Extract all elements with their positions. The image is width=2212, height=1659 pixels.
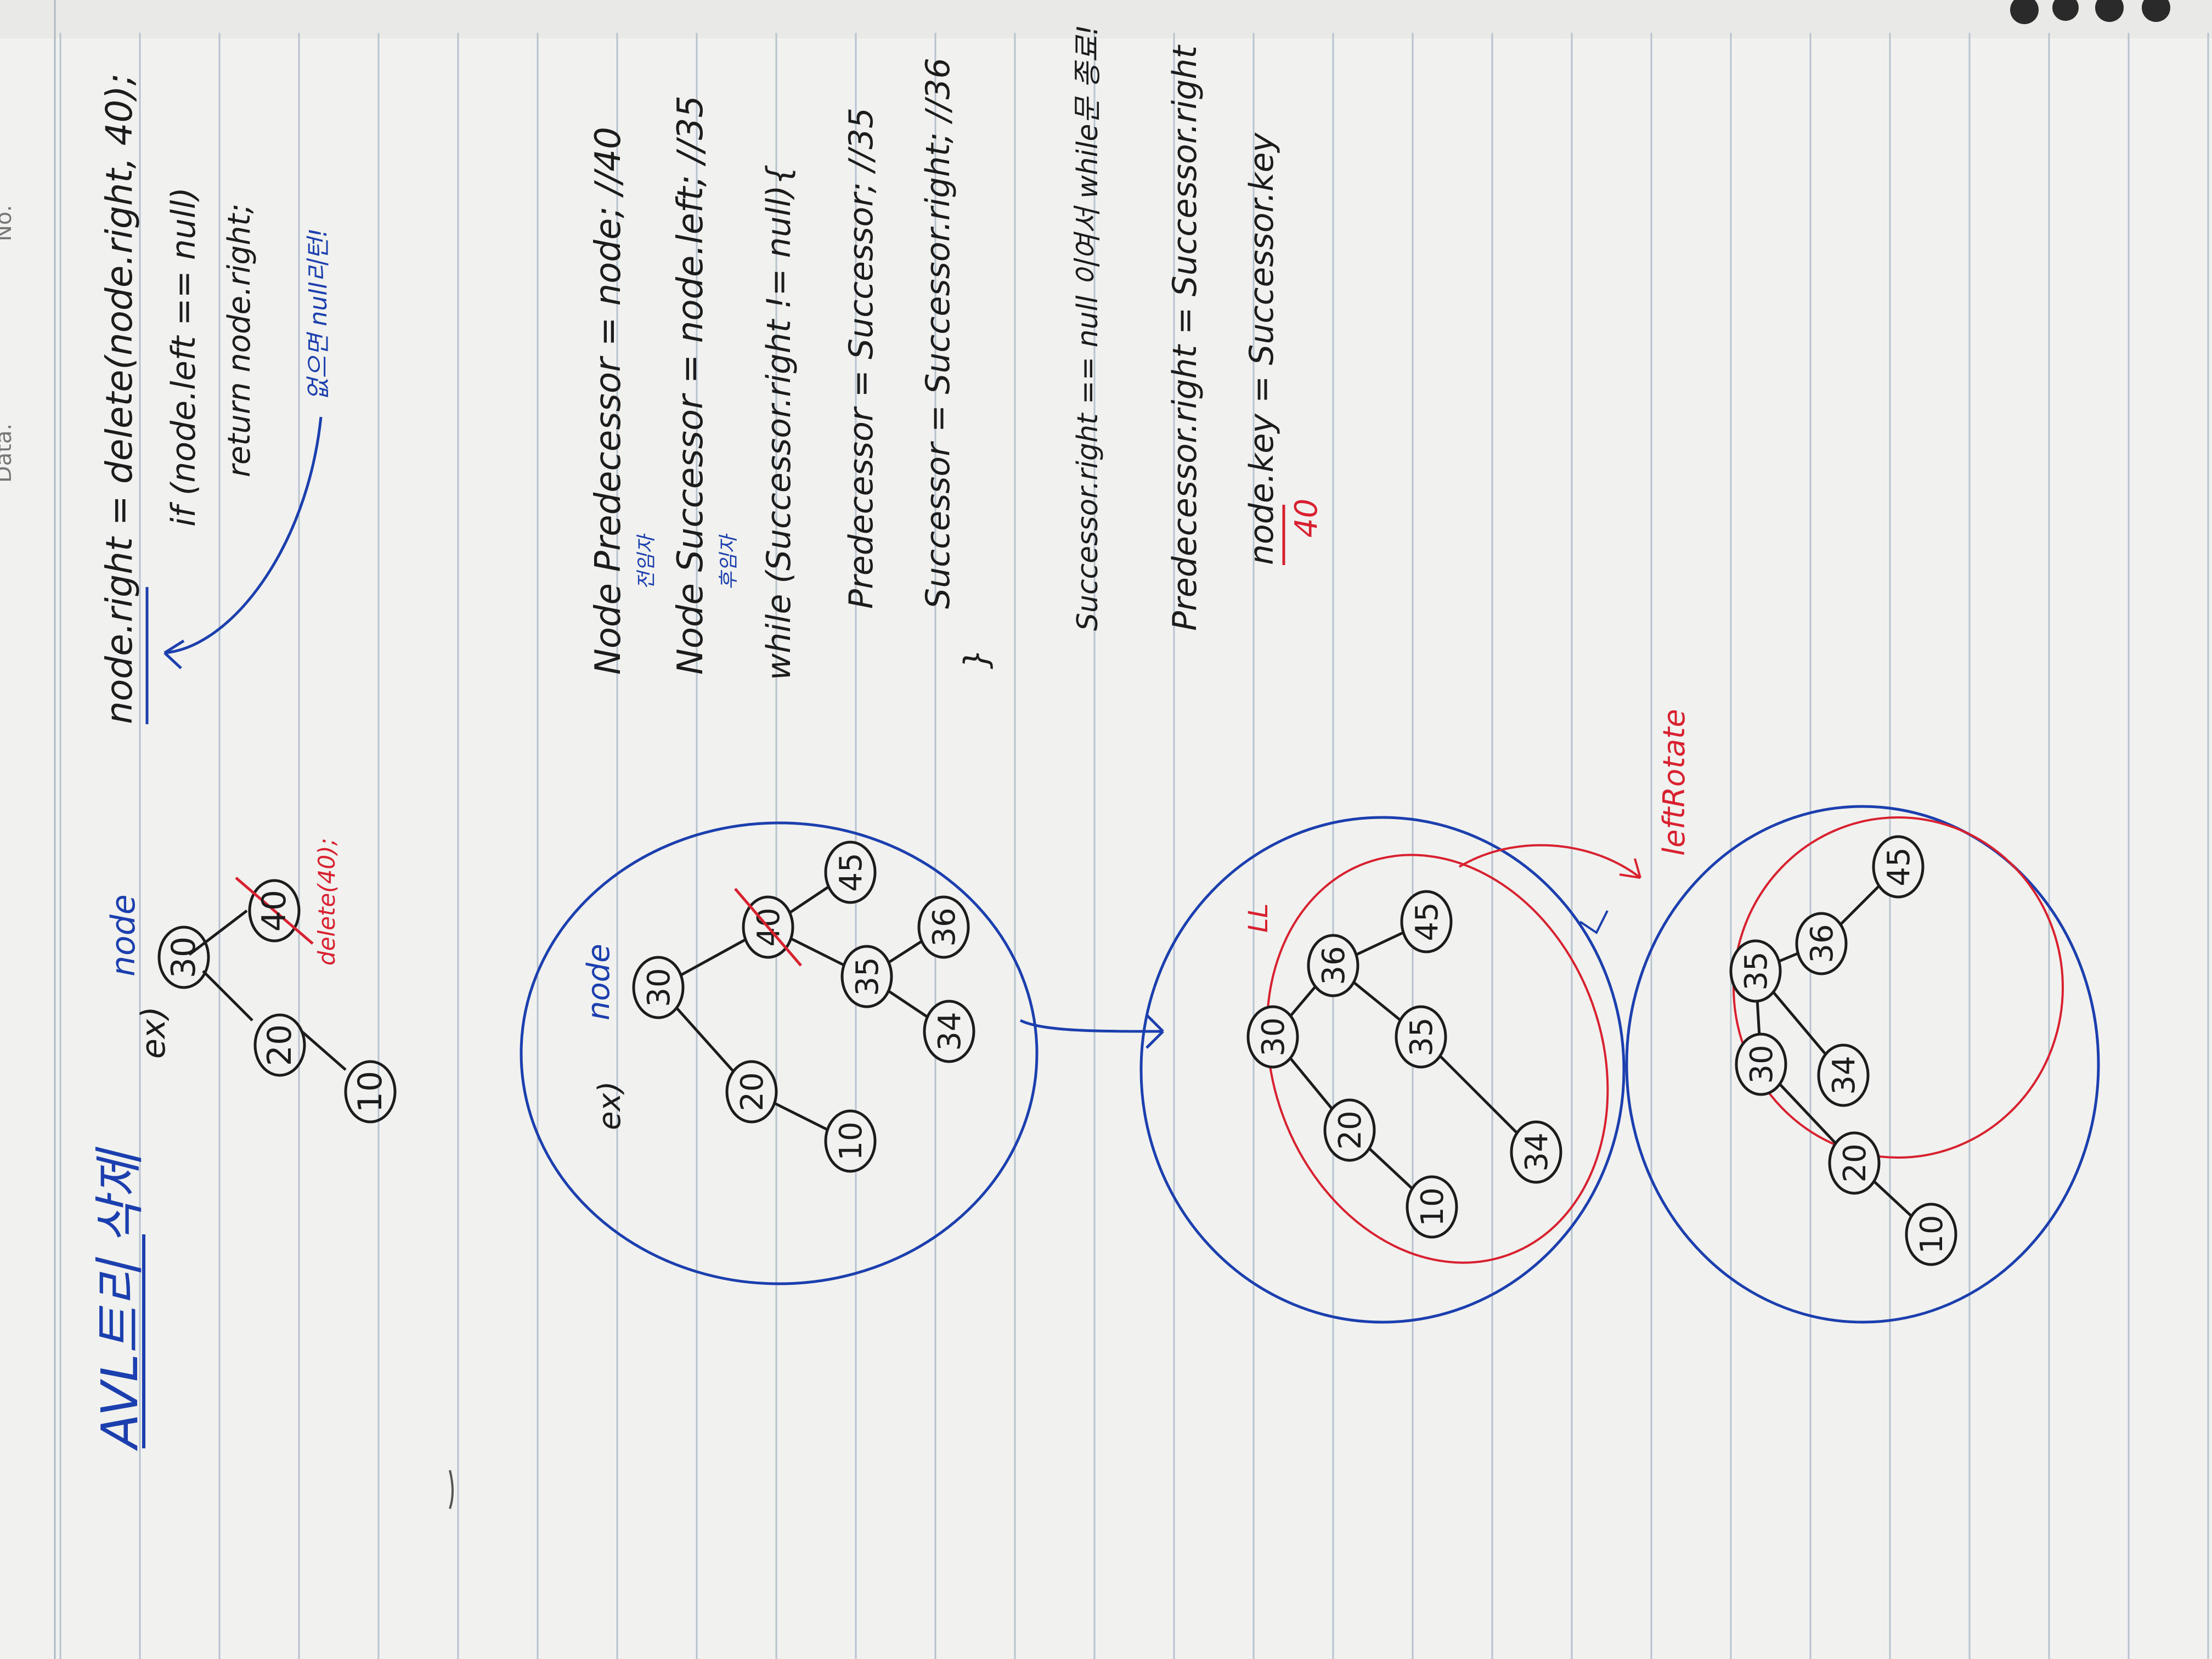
arrow-tree2-to-tree3 — [1019, 1019, 1164, 1033]
tree1-node-left: 20 — [261, 1024, 299, 1066]
tree3-ll-label: LL — [1243, 904, 1274, 933]
tree-node-label: 35 — [1404, 1017, 1440, 1056]
code3-pred-right: Predecessor.right = Successor.right — [1166, 44, 1204, 631]
tree-node-circle — [923, 1000, 975, 1063]
tree3-outer-circle — [1139, 816, 1626, 1324]
tree-node-label: 35 — [1739, 951, 1774, 990]
tree-node-circle — [1905, 1203, 1957, 1266]
tree-node-circle — [1729, 939, 1782, 1003]
tree-node-circle — [1323, 1098, 1376, 1162]
arrow-tree3-to-tree4 — [1579, 910, 1609, 934]
tree-node-circle — [1307, 934, 1359, 997]
code2-close-brace: } — [957, 648, 996, 669]
no-header-label: No. — [0, 205, 16, 241]
code2-assign-pred: Predecessor = Successor; //35 — [842, 108, 881, 609]
tree-node-label: 30 — [1256, 1017, 1291, 1056]
code2-predecessor-line: Node Predecessor = node; //40 — [588, 127, 629, 675]
tree-node-circle — [840, 945, 893, 1008]
tree1-node-left-left: 10 — [351, 1071, 390, 1113]
code1-line2: if (node.left == null) — [165, 187, 203, 527]
tree-node-circle — [1400, 890, 1453, 953]
delete-note: delete(40); — [313, 838, 340, 966]
code2-assign-succ: Successor = Successor.right; //36 — [919, 58, 957, 609]
code3-key-value: 40 — [1289, 499, 1324, 538]
tree-node-circle — [1795, 912, 1848, 975]
arrowhead-3 — [1619, 858, 1641, 879]
code2-successor-line: Node Successor = node.left; //35 — [670, 95, 711, 675]
code1-line3: return node.right; — [222, 204, 257, 477]
rotate-arrow-red — [1458, 844, 1641, 879]
tree-node-label: 45 — [1881, 847, 1917, 886]
node-label-1: node — [104, 894, 143, 977]
code1-line1: node.right = delete(node.right, 40); — [98, 74, 140, 724]
example-label-1: ex) — [134, 1006, 173, 1059]
tree-node-circle — [1828, 1131, 1881, 1195]
pencil-mark — [449, 1470, 454, 1509]
tree-node-circle — [632, 956, 685, 1019]
tree-node-label: 36 — [927, 907, 962, 946]
tree-4: 30 20 35 10 34 36 45 — [1729, 835, 1957, 1266]
tree1-node-right: 40 — [255, 890, 294, 932]
tree-node-circle — [1395, 1005, 1447, 1069]
tree-node-circle — [725, 1060, 778, 1124]
tree-node-circle — [824, 840, 877, 904]
example-label-2: ex) — [592, 1081, 628, 1130]
tree-node-label: 34 — [1826, 1056, 1862, 1094]
tree1-node-root: 30 — [165, 936, 203, 978]
tree-node-circle — [917, 895, 970, 959]
tree-node-label: 20 — [1333, 1110, 1368, 1149]
tree-node-label: 35 — [850, 957, 885, 996]
tree-node-circle — [1246, 1005, 1299, 1069]
tree-node-label: 20 — [1837, 1143, 1873, 1182]
tree-3: 30 20 36 10 35 45 34 — [1246, 890, 1562, 1239]
arrowhead-1 — [163, 639, 185, 669]
tree-node-label: 10 — [833, 1121, 869, 1160]
tree-node-label: 10 — [1914, 1215, 1950, 1254]
code2-successor-ko: 후임자 — [718, 533, 740, 590]
tree-node-circle — [1817, 1043, 1870, 1107]
tree-node-label: 34 — [1519, 1132, 1555, 1171]
spiral-holes — [2010, 0, 2170, 24]
code2-predecessor-ko: 전임자 — [635, 533, 658, 590]
top-strip — [0, 0, 2212, 38]
tree-node-label: 30 — [1744, 1045, 1780, 1084]
tree4-outer-circle — [1625, 805, 2100, 1324]
tree-node-circle — [1510, 1120, 1562, 1184]
tree-node-label: 36 — [1804, 924, 1840, 963]
page-title: AVL트리 삭제 — [91, 1146, 149, 1451]
node-label-2: node — [581, 944, 617, 1020]
data-header-label: Data. — [0, 424, 16, 483]
tree-node-label: 45 — [1409, 902, 1445, 941]
tree-node-circle — [824, 1109, 877, 1173]
ruled-lines — [59, 33, 2209, 1659]
tree2-circle — [520, 821, 1039, 1285]
tree-node-circle — [1406, 1175, 1458, 1239]
tree-node-label: 45 — [833, 853, 869, 891]
code1-note: 없으면 null리턴! — [304, 228, 332, 400]
tree-node-label: 30 — [641, 968, 677, 1007]
tree-1 — [157, 877, 397, 1124]
tree-node-circle — [1872, 835, 1925, 899]
delete-cross — [734, 888, 802, 967]
arrow-to-delete — [164, 416, 323, 654]
tree-node-circle — [1735, 1032, 1787, 1096]
tree3-inner-circle — [1266, 854, 1609, 1264]
tree-node-label: 36 — [1316, 946, 1352, 985]
tree-node-label: 10 — [1415, 1187, 1451, 1226]
code3-cond-line: Successor.right == null 이여서 while문 종료! — [1071, 25, 1104, 631]
code2-while-line: while (Successor.right != null){ — [760, 164, 798, 680]
left-rotate-label: leftRotate — [1657, 709, 1691, 856]
tree-2: 3020401035453436 — [632, 840, 975, 1173]
tree-node-label: 34 — [932, 1012, 968, 1051]
code3-key-line: node.key = Successor.key — [1243, 132, 1281, 565]
arrowhead-2 — [1146, 1014, 1164, 1049]
tree-node-label: 20 — [735, 1072, 770, 1111]
